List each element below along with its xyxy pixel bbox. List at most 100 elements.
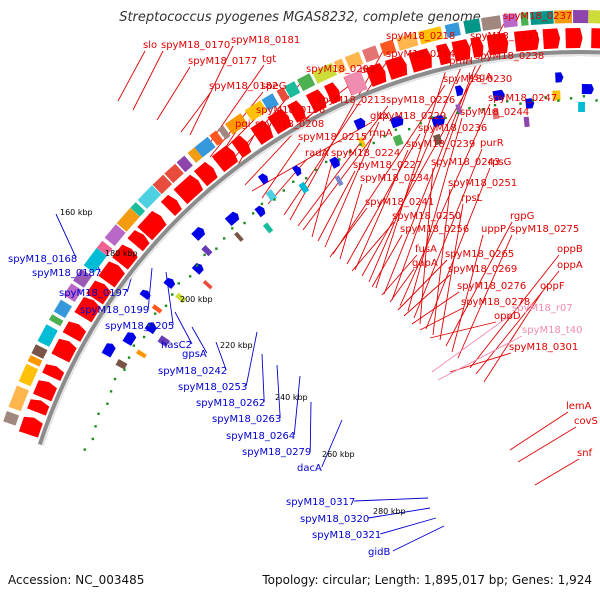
forward-gene-arrow — [514, 29, 540, 52]
blue-label-connector — [55, 213, 77, 259]
forward-gene-arrow — [112, 244, 138, 270]
scale-tick-dot — [109, 390, 113, 393]
scale-tick-label: 260 kbp — [322, 450, 355, 459]
scale-tick-dot — [243, 221, 246, 225]
gene-label-blue: spyM18_0187 — [32, 268, 101, 279]
blue-label-connector — [309, 401, 312, 452]
gene-label-red: gapA — [412, 258, 438, 269]
gene-label-red: spyM18_0265 — [445, 249, 514, 260]
forward-gene-arrow — [33, 380, 57, 402]
gene-label-red: uppP — [481, 224, 506, 235]
forward-gene-arrow — [62, 321, 87, 342]
forward-gene-arrow — [365, 63, 387, 87]
red-label-connector — [332, 84, 446, 255]
reverse-category-block — [151, 304, 163, 314]
red-label-connector — [483, 291, 543, 383]
scale-tick-dot — [582, 95, 586, 98]
scale-tick-dot — [557, 99, 560, 102]
forward-gene-arrow — [267, 108, 292, 135]
reverse-gene-arrow — [292, 165, 302, 177]
scale-tick-dot — [292, 180, 295, 183]
gene-label-red: rgpG — [510, 211, 534, 222]
red-label-connector — [432, 188, 451, 336]
scale-tick-dot — [142, 335, 146, 339]
scale-tick-dot — [324, 160, 328, 164]
gene-label-red: spyM18_0301 — [509, 342, 578, 353]
gene-label-red: spyM18_0196 — [256, 105, 325, 116]
red-label-connector — [351, 221, 395, 272]
gene-label-red: spyM18_0213 — [317, 95, 386, 106]
red-label-connector — [509, 411, 569, 451]
gene-category-block — [217, 125, 231, 140]
scale-tick-dot — [493, 104, 497, 107]
scale-tick-dot — [383, 135, 386, 138]
red-label-connector — [429, 321, 497, 339]
gene-category-block — [104, 224, 126, 246]
scale-tick-dot — [481, 108, 484, 111]
backbone-highlight-arc — [41, 54, 600, 446]
scale-tick-dot — [456, 111, 459, 115]
reverse-gene-arrow — [254, 205, 266, 218]
gene-label-red: oppD — [494, 311, 521, 322]
forward-gene-arrow — [470, 36, 484, 58]
scale-tick-dot — [359, 143, 362, 146]
gene-label-blue: gpsA — [182, 349, 207, 360]
scale-tick-dot — [94, 425, 97, 428]
gene-label-red: pgi — [235, 119, 250, 130]
red-label-connector — [403, 274, 451, 317]
gene-category-block — [225, 113, 248, 135]
forward-gene-arrow — [436, 43, 451, 66]
forward-gene-arrow — [591, 28, 600, 49]
gene-label-red: spyM18_0237 — [503, 11, 572, 22]
red-label-connector — [413, 148, 483, 319]
red-label-connector — [368, 41, 473, 283]
gene-label-blue: spyM18_0264 — [226, 431, 295, 442]
gene-label-red: lemA — [566, 401, 592, 412]
gene-label-red: spyM18_0241 — [365, 197, 434, 208]
forward-gene-arrow — [137, 210, 167, 241]
scale-tick-dot — [113, 377, 117, 381]
forward-gene-arrow — [486, 32, 509, 56]
gene-label-red: spyM18_0250 — [392, 211, 461, 222]
gene-label-pink: spyM18_t40 — [522, 325, 582, 336]
forward-gene-arrow — [42, 364, 65, 381]
gene-label-red: radA — [305, 148, 329, 159]
reverse-gene-arrow — [257, 173, 269, 185]
red-label-connector — [297, 105, 389, 227]
reverse-category-block — [298, 181, 310, 194]
gene-category-block — [554, 10, 573, 24]
reverse-category-block — [578, 102, 585, 112]
blue-label-connector — [174, 311, 193, 345]
scale-tick-dot — [468, 106, 471, 110]
scale-tick-dot — [531, 99, 535, 102]
gene-category-block — [31, 344, 48, 359]
red-label-connector — [534, 458, 580, 486]
blue-label-connector — [368, 507, 431, 519]
scale-tick-dot — [188, 275, 192, 278]
reverse-gene-arrow — [191, 263, 204, 275]
scale-tick-dot — [123, 368, 126, 371]
red-label-connector — [445, 221, 513, 347]
gene-label-red: spyM18_0236 — [418, 123, 487, 134]
scale-tick-dot — [407, 127, 411, 131]
gene-category-block — [116, 207, 140, 232]
scale-tick-dot — [171, 293, 174, 296]
scale-tick-dot — [419, 121, 422, 125]
gene-label-red: spyM18_0243 — [431, 157, 500, 168]
gene-label-red: purR — [480, 138, 504, 149]
gene-label-pink: spyM18_r07 — [512, 303, 573, 314]
gene-label-blue: hasC2 — [161, 340, 192, 351]
reverse-category-block — [523, 116, 530, 128]
forward-gene-arrow — [27, 399, 50, 416]
gene-category-block — [194, 136, 216, 158]
pink-label-connector — [437, 335, 523, 381]
reverse-gene-arrow — [454, 85, 464, 97]
reverse-gene-arrow — [101, 343, 116, 358]
scale-tick-dot — [154, 312, 157, 315]
gene-label-red: spyM18_0233 — [470, 31, 539, 42]
scale-tick-dot — [83, 448, 86, 451]
reverse-category-block — [357, 136, 367, 148]
scale-tick-dot — [519, 102, 522, 105]
gene-label-red: spyM18_0230 — [443, 74, 512, 85]
